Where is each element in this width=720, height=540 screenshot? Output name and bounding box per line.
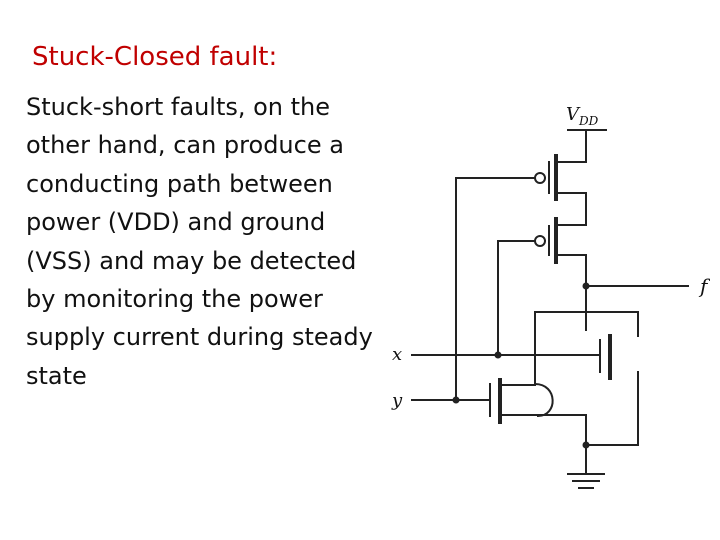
fault-node-loop (534, 311, 639, 446)
input-label-y: y (391, 390, 403, 411)
stuck-short-arc (533, 382, 554, 418)
vdd-label-prefix: V (566, 104, 581, 125)
node-dot-ground-branch (582, 441, 590, 449)
slide-title: Stuck-Closed fault: (32, 42, 278, 72)
pmos-top-channel (555, 161, 587, 226)
input-label-x: x (392, 344, 402, 365)
pmos-bottom-channel (555, 224, 587, 331)
ground-symbol (567, 473, 605, 489)
vdd-label: VDD (566, 104, 599, 128)
vdd-rail (567, 129, 607, 163)
output-label-f: f (698, 274, 710, 298)
cmos-circuit-diagram: VDD f x y (391, 104, 710, 489)
node-dot-output (582, 282, 590, 290)
slide-body-text: Stuck-short faults, on the other hand, c… (26, 93, 373, 390)
nmos-y-channel (499, 384, 587, 416)
pmos-bottom-gate-bubble (534, 235, 546, 247)
pmos-top-gate-bubble (534, 172, 546, 184)
node-dot-y-line (452, 396, 460, 404)
node-dot-x-pmos (494, 351, 502, 359)
vdd-label-subscript: DD (578, 114, 599, 128)
